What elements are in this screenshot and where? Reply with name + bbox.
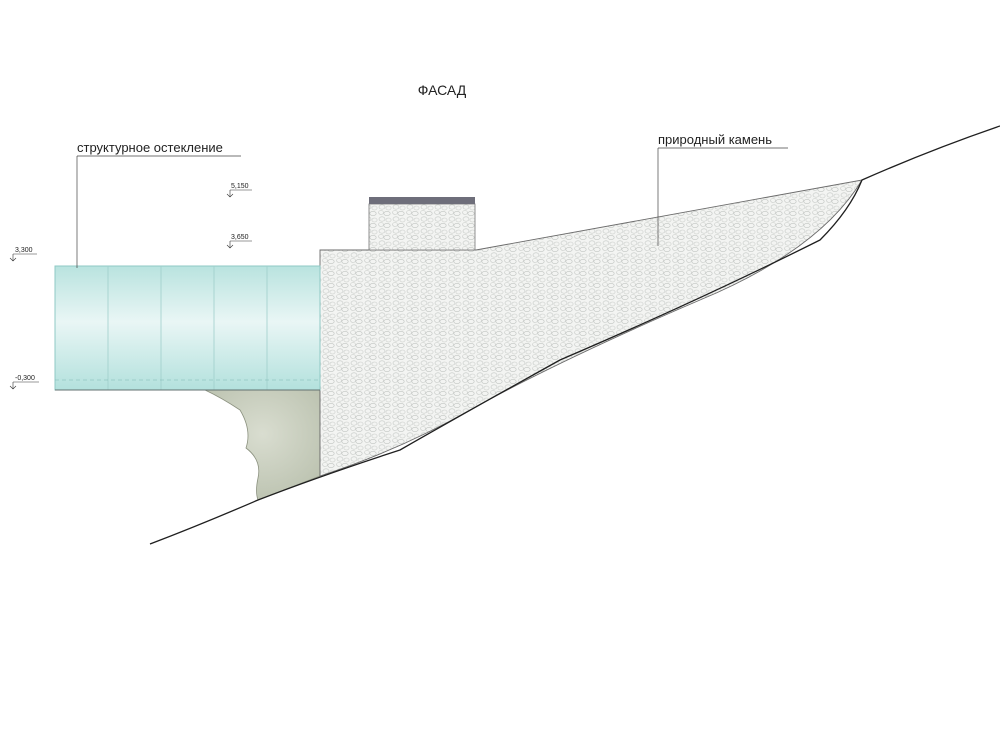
elevation-mark-3300: 3,300 (9, 247, 37, 262)
elevation-mark-minus0300: -0,300 (9, 375, 39, 390)
rock-outcrop (204, 389, 321, 501)
elevation-label: 5,150 (231, 183, 249, 190)
natural-stone-wall (319, 179, 863, 477)
glazing-callout: структурное остекление (76, 140, 241, 268)
elevation-label: 3,650 (231, 234, 249, 241)
parapet-cap (369, 197, 475, 204)
stone-parapet (368, 203, 476, 251)
ground-line (149, 125, 1000, 545)
elevation-label: 3,300 (15, 247, 33, 254)
elevation-mark-5150: 5,150 (226, 183, 252, 198)
stone-callout: природный камень (657, 132, 788, 246)
page-title: ФАСАД (418, 82, 467, 98)
elevation-mark-3650: 3,650 (226, 234, 252, 249)
elevation-label: -0,300 (15, 375, 35, 382)
glazing-label: структурное остекление (77, 140, 223, 155)
stone-label: природный камень (658, 132, 772, 147)
structural-glazing (54, 265, 321, 391)
